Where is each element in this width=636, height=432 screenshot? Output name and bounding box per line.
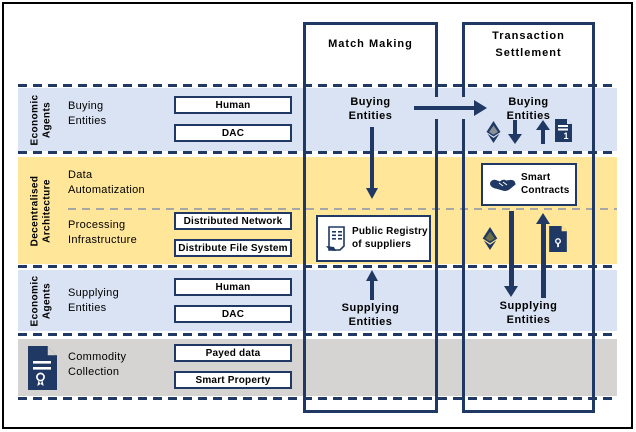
entity-box-smart-property: Smart Property xyxy=(174,371,292,389)
mm-up-arrow xyxy=(366,270,379,300)
row-label-supplying-entities: Supplying Entities xyxy=(68,287,120,315)
dashed-separator-1 xyxy=(18,84,617,87)
entity-box-distribute-file-system: Distribute File System xyxy=(174,239,292,257)
ethereum-icon-top xyxy=(486,121,501,143)
group-label-economic-agents-bottom: Economic Agents xyxy=(18,270,64,331)
registry-document-icon xyxy=(326,225,345,251)
smart-contracts-box: Smart Contracts xyxy=(481,163,577,206)
entity-box-payed-data: Payed data xyxy=(174,344,292,362)
mm-supplying-entities-label: Supplying Entities xyxy=(341,302,400,329)
mm-buying-entities-label: Buying Entities xyxy=(348,96,393,123)
row-label-processing-infrastructure: Processing Infrastructure xyxy=(68,219,138,247)
band-supplying-entities xyxy=(18,270,617,331)
group-label-text: Economic Agents xyxy=(29,275,53,326)
dashed-separator-4 xyxy=(18,333,617,336)
group-label-decentralised-architecture: Decentralised Architecture xyxy=(18,157,64,264)
entity-box-distributed-network: Distributed Network xyxy=(174,212,292,230)
entity-box-human-supplying: Human xyxy=(174,278,292,296)
entity-box-dac-buying: DAC xyxy=(174,124,292,142)
group-label-text: Decentralised Architecture xyxy=(29,175,53,246)
invoice-document-icon: 1 xyxy=(555,119,572,142)
ts-delivery-up-arrow xyxy=(536,120,550,144)
dashed-separator-3 xyxy=(18,265,617,268)
public-registry-label: Public Registry of suppliers xyxy=(352,226,428,250)
band-commodity-collection xyxy=(18,339,617,396)
row-label-buying-entities: Buying Entities xyxy=(68,100,107,128)
ts-payment-down-arrow xyxy=(508,120,522,144)
entity-box-human-buying: Human xyxy=(174,96,292,114)
entity-box-dac-supplying: DAC xyxy=(174,305,292,323)
column-title-match-making: Match Making xyxy=(328,38,413,50)
handshake-icon xyxy=(490,179,516,191)
row-label-commodity-collection: Commodity Collection xyxy=(68,351,127,379)
mm-down-arrow xyxy=(366,127,379,199)
invoice-number: 1 xyxy=(563,131,568,141)
ts-long-down-arrow xyxy=(504,211,518,297)
locked-document-icon xyxy=(549,226,567,252)
dashed-separator-5 xyxy=(18,397,617,400)
column-title-transaction-settlement: Transaction Settlement xyxy=(492,30,565,59)
group-label-text: Economic Agents xyxy=(29,94,53,145)
ts-buying-entities-label: Buying Entities xyxy=(506,96,551,123)
ethereum-icon-bottom xyxy=(482,227,498,250)
ts-long-up-arrow xyxy=(536,213,550,298)
column-transaction-settlement xyxy=(462,22,595,413)
ts-supplying-entities-label: Supplying Entities xyxy=(499,300,558,327)
smart-contracts-label: Smart Contracts xyxy=(521,172,570,196)
dashed-separator-2 xyxy=(18,151,617,154)
buying-flow-arrow xyxy=(414,100,488,116)
dashed-separator-gray xyxy=(68,208,617,210)
group-label-economic-agents-top: Economic Agents xyxy=(18,88,64,151)
certificate-document-icon xyxy=(28,346,57,390)
row-label-data-automatization: Data Automatization xyxy=(68,169,145,197)
column-match-making xyxy=(303,22,438,413)
public-registry-box: Public Registry of suppliers xyxy=(316,215,431,262)
